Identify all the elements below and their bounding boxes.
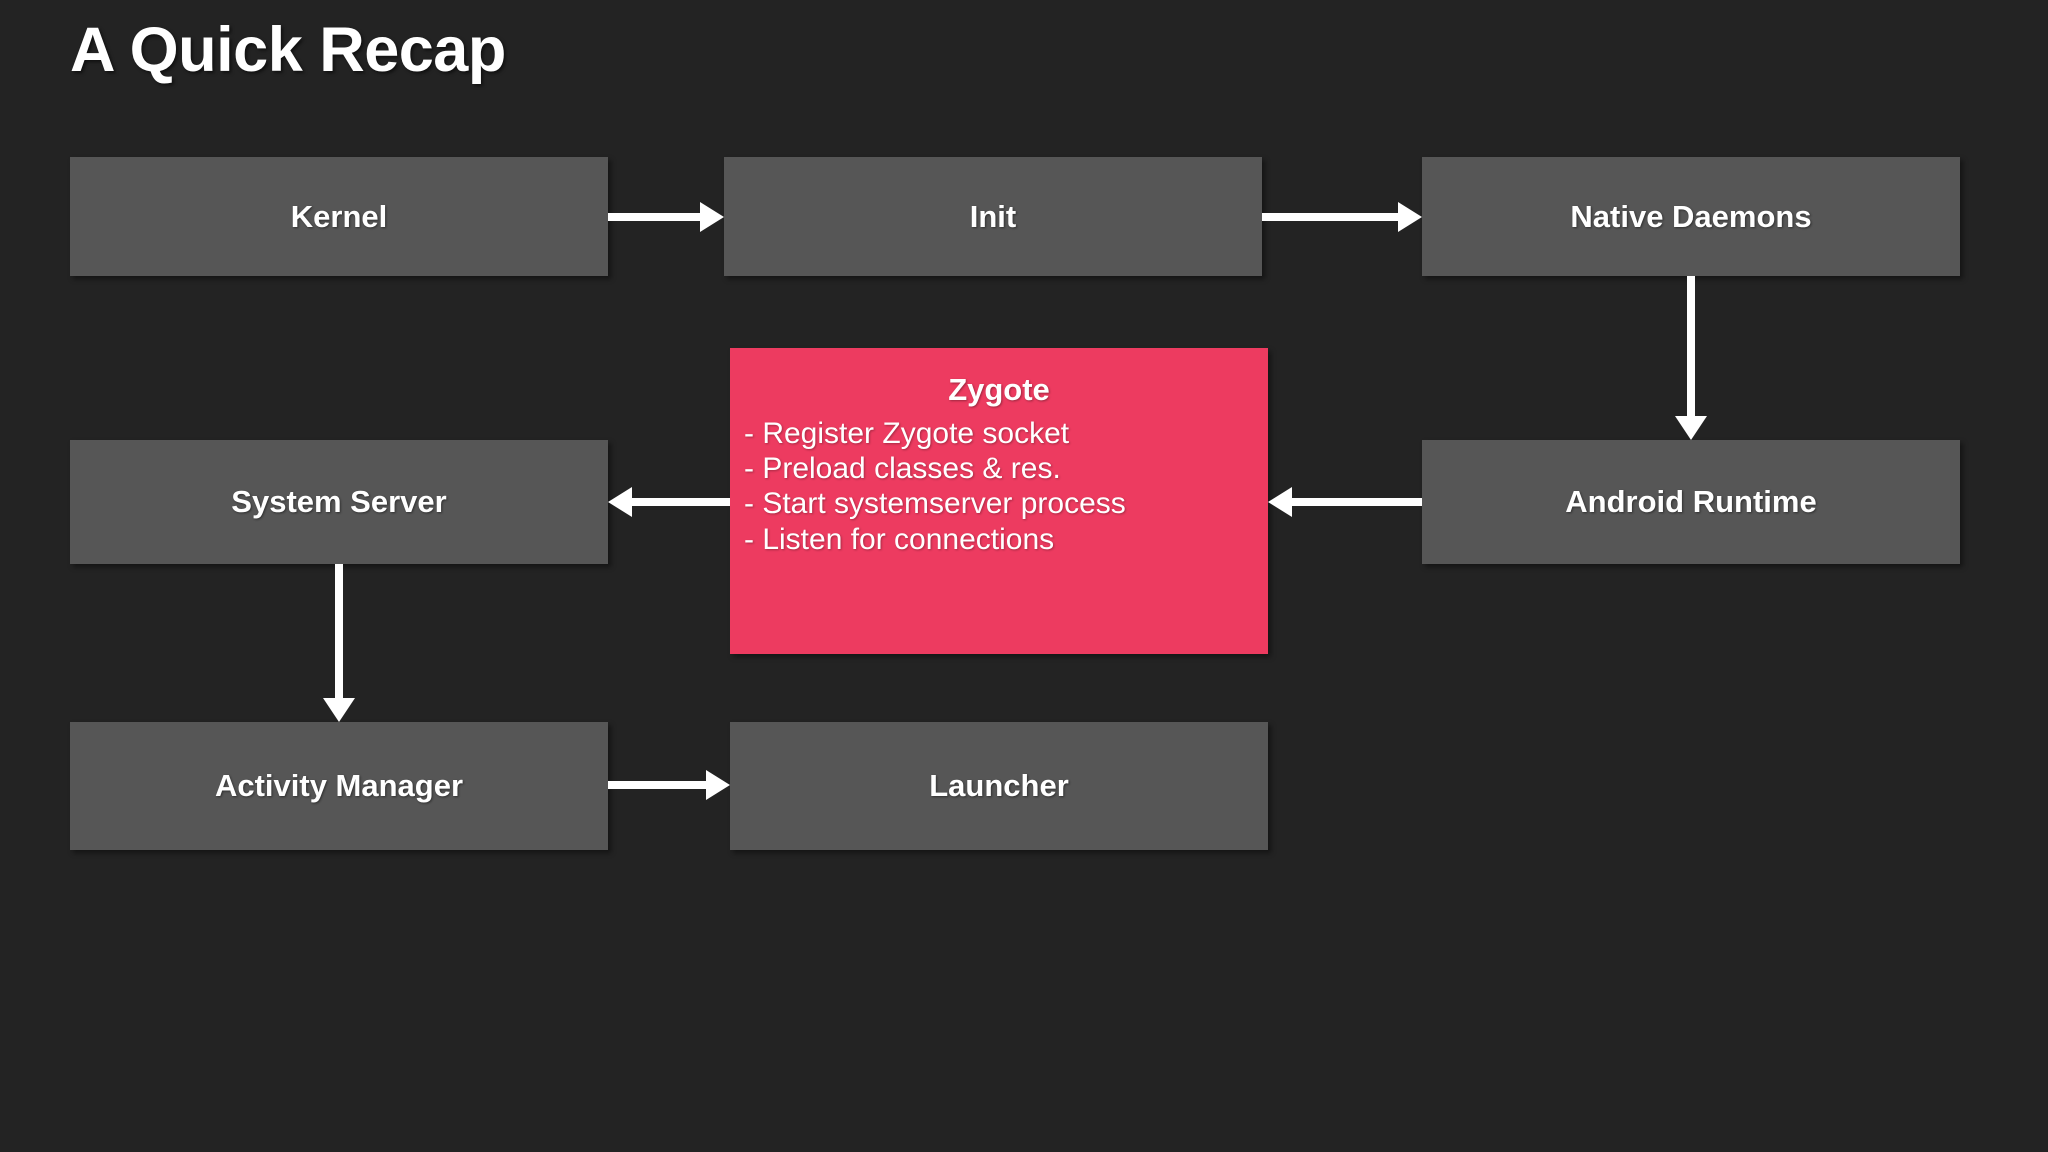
arrow-shaft bbox=[608, 781, 710, 789]
page-title: A Quick Recap bbox=[70, 15, 506, 85]
arrow-right-icon-kernel-to-init bbox=[608, 196, 724, 238]
arrow-shaft bbox=[1262, 213, 1402, 221]
node-launcher-label: Launcher bbox=[929, 768, 1069, 803]
arrow-head bbox=[1398, 202, 1422, 232]
arrow-head bbox=[706, 770, 730, 800]
arrow-shaft bbox=[1288, 498, 1422, 506]
node-launcher[interactable]: Launcher bbox=[730, 722, 1268, 850]
arrow-shaft bbox=[335, 564, 343, 702]
node-system-server-label: System Server bbox=[231, 484, 447, 519]
arrow-left-icon-zygote-to-system-server bbox=[608, 481, 730, 523]
arrow-right-icon-activity-manager-to-launcher bbox=[608, 764, 730, 806]
node-zygote-item: - Register Zygote socket bbox=[744, 416, 1070, 450]
node-kernel-label: Kernel bbox=[290, 198, 388, 234]
arrow-head bbox=[700, 202, 724, 232]
node-zygote-item: - Preload classes & res. bbox=[744, 452, 1061, 486]
node-android-runtime-label: Android Runtime bbox=[1565, 484, 1817, 519]
arrow-head bbox=[1268, 487, 1292, 517]
node-init-label: Init bbox=[969, 198, 1017, 234]
arrow-left-icon-android-runtime-to-zygote bbox=[1268, 481, 1422, 523]
node-kernel[interactable]: Kernel bbox=[70, 157, 608, 276]
node-zygote[interactable]: Zygote - Register Zygote socket - Preloa… bbox=[730, 348, 1268, 654]
arrow-down-icon-system-server-to-activity-manager bbox=[321, 564, 357, 722]
node-activity-manager-label: Activity Manager bbox=[214, 768, 464, 803]
node-zygote-list: - Register Zygote socket - Preload class… bbox=[730, 416, 1268, 558]
node-zygote-item: - Listen for connections bbox=[744, 522, 1055, 556]
arrow-shaft bbox=[608, 213, 704, 221]
arrow-right-icon-init-to-native-daemons bbox=[1262, 196, 1422, 238]
arrow-shaft bbox=[1687, 276, 1695, 420]
arrow-head bbox=[1675, 416, 1707, 440]
node-native-daemons[interactable]: Native Daemons bbox=[1422, 157, 1960, 276]
node-activity-manager[interactable]: Activity Manager bbox=[70, 722, 608, 850]
node-zygote-title: Zygote bbox=[948, 372, 1050, 407]
arrow-head bbox=[608, 487, 632, 517]
arrow-shaft bbox=[628, 498, 730, 506]
arrow-down-icon-native-daemons-to-android-runtime bbox=[1673, 276, 1709, 440]
node-init[interactable]: Init bbox=[724, 157, 1262, 276]
node-zygote-item: - Start systemserver process bbox=[744, 487, 1126, 521]
node-native-daemons-label: Native Daemons bbox=[1570, 198, 1812, 234]
arrow-head bbox=[323, 698, 355, 722]
node-system-server[interactable]: System Server bbox=[70, 440, 608, 564]
node-android-runtime[interactable]: Android Runtime bbox=[1422, 440, 1960, 564]
